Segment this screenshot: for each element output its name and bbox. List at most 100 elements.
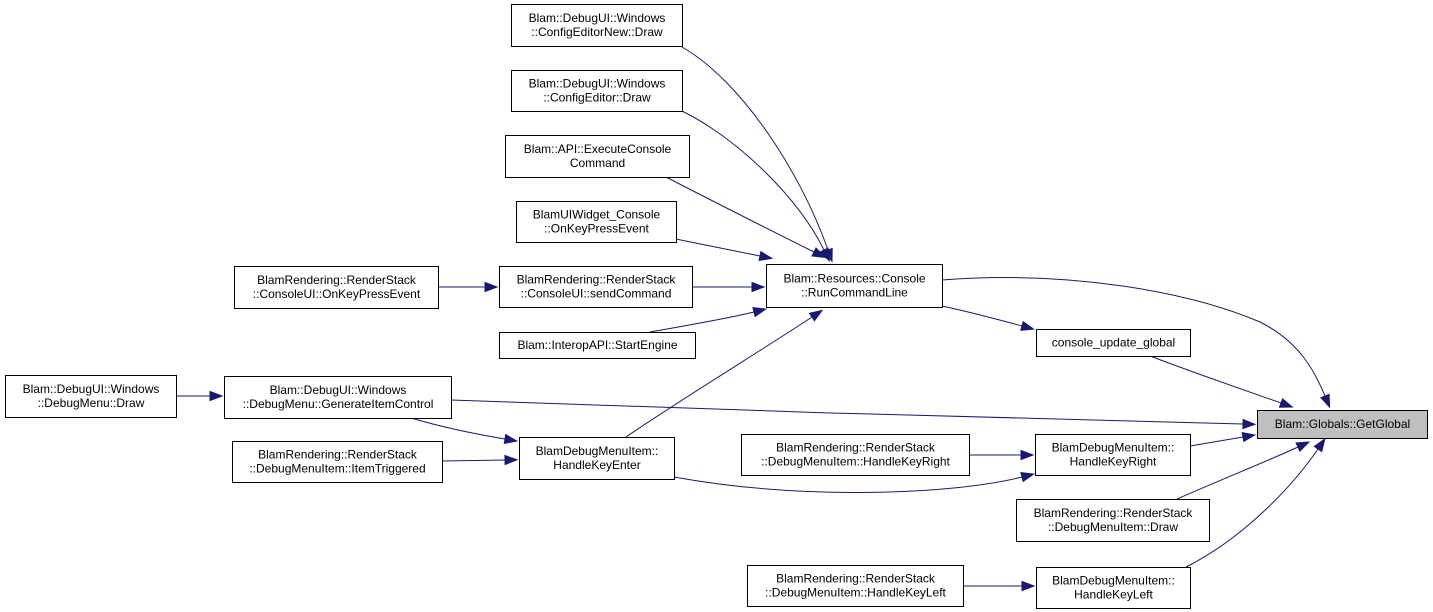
node-label-line: BlamRendering::RenderStack [776, 441, 936, 455]
node-label-line: BlamRendering::RenderStack [776, 572, 936, 586]
node-box [747, 565, 964, 607]
arrow-head-icon [1020, 472, 1036, 483]
node-updglobal[interactable]: console_update_global [1036, 329, 1191, 357]
node-box [5, 375, 177, 418]
node-genitem[interactable]: Blam::DebugUI::Windows::DebugMenu::Gener… [224, 376, 452, 419]
node-box [519, 437, 675, 480]
node-box [766, 264, 943, 308]
node-label-line: ::ConsoleUI::sendCommand [521, 287, 672, 301]
node-box [499, 266, 693, 308]
arrow-head-icon [209, 390, 224, 402]
node-rskeyleft[interactable]: BlamRendering::RenderStack::DebugMenuIte… [747, 565, 964, 607]
node-label-line: console_update_global [1052, 336, 1175, 350]
node-box [741, 434, 970, 476]
node-rskeyright[interactable]: BlamRendering::RenderStack::DebugMenuIte… [741, 434, 970, 476]
node-box [224, 376, 452, 419]
arrow-head-icon [1020, 320, 1035, 331]
edge-line [941, 277, 1326, 397]
edge-line [673, 476, 1023, 493]
node-box [499, 332, 696, 359]
node-box [1036, 329, 1191, 357]
edge-line [410, 417, 506, 440]
node-box [511, 4, 683, 47]
edge-rskeyright-to-keyright [969, 449, 1035, 461]
node-cfg[interactable]: Blam::DebugUI::Windows::ConfigEditor::Dr… [511, 70, 683, 112]
arrow-head-icon [752, 307, 768, 318]
node-box [1036, 567, 1191, 609]
node-label-line: BlamDebugMenuItem:: [1052, 441, 1175, 455]
edge-cfgnew-to-runcmd [681, 46, 833, 263]
node-box [511, 70, 683, 112]
arrow-head-icon [1313, 437, 1326, 453]
node-label-line: BlamDebugMenuItem:: [536, 444, 659, 458]
edge-runcmd-to-getglobal [941, 277, 1331, 409]
arrow-head-icon [1021, 580, 1036, 592]
node-label-line: BlamRendering::RenderStack [1034, 506, 1194, 520]
edge-genitem-to-getglobal [450, 399, 1257, 430]
edge-line [681, 110, 825, 251]
node-keyright[interactable]: BlamDebugMenuItem::HandleKeyRight [1035, 434, 1191, 476]
node-label-line: Blam::DebugUI::Windows [529, 77, 666, 91]
edge-rsdraw-to-getglobal [1176, 441, 1311, 500]
node-keyenter[interactable]: BlamDebugMenuItem::HandleKeyEnter [519, 437, 675, 480]
node-box [505, 135, 690, 178]
edge-rssend-to-runcmd [692, 281, 766, 293]
node-rsconkey[interactable]: BlamRendering::RenderStack::ConsoleUI::O… [234, 266, 439, 309]
node-label-line: HandleKeyEnter [553, 458, 640, 472]
node-label-line: BlamRendering::RenderStack [257, 273, 417, 287]
node-label-line: ::ConfigEditor::Draw [543, 91, 651, 105]
edge-line [450, 399, 1244, 425]
arrow-head-icon [484, 281, 499, 293]
node-label-line: Blam::API::ExecuteConsole [524, 142, 672, 156]
edge-line [1176, 446, 1299, 500]
node-label-line: ::ConfigEditorNew::Draw [531, 25, 663, 39]
node-label-line: Blam::DebugUI::Windows [270, 383, 407, 397]
edge-keyenter-to-runcmd [625, 309, 824, 438]
node-label-line: BlamDebugMenuItem:: [1052, 574, 1175, 588]
edge-apiexec-to-runcmd [665, 176, 826, 259]
node-getglobal[interactable]: Blam::Globals::GetGlobal [1257, 410, 1428, 439]
node-label-line: ::DebugMenuItem::ItemTriggered [249, 462, 425, 476]
node-label-line: ::DebugMenu::Draw [38, 396, 145, 410]
edge-line [941, 305, 1023, 327]
edge-line [1185, 448, 1319, 568]
node-label-line: ::DebugMenuItem::Draw [1048, 520, 1178, 534]
edge-line [441, 459, 506, 462]
node-box [1035, 434, 1191, 476]
arrow-head-icon [808, 309, 824, 322]
node-label-line: ::OnKeyPressEvent [544, 222, 649, 236]
arrow-head-icon [1295, 441, 1311, 452]
node-rsdraw[interactable]: BlamRendering::RenderStack::DebugMenuIte… [1016, 499, 1210, 542]
nodes-layer: Blam::Globals::GetGlobal Blam::Resources:… [5, 4, 1428, 609]
node-runcmd[interactable]: Blam::Resources::Console::RunCommandLine [766, 264, 943, 308]
node-label-line: BlamRendering::RenderStack [517, 273, 677, 287]
edge-runcmd-to-updglobal [941, 305, 1035, 331]
edge-line [675, 238, 761, 257]
node-label-line: ::DebugMenuItem::HandleKeyLeft [765, 586, 946, 600]
node-label-line: ::RunCommandLine [801, 286, 908, 300]
node-label-line: Blam::InteropAPI::StartEngine [517, 338, 677, 352]
node-startengine[interactable]: Blam::InteropAPI::StartEngine [499, 332, 696, 359]
edge-updglobal-to-getglobal [1149, 355, 1294, 408]
node-cfgnew[interactable]: Blam::DebugUI::Windows::ConfigEditorNew:… [511, 4, 683, 47]
node-debugdraw[interactable]: Blam::DebugUI::Windows::DebugMenu::Draw [5, 375, 177, 418]
edges-layer [176, 46, 1331, 592]
edge-rsconkey-to-rssend [438, 281, 499, 293]
arrow-head-icon [758, 250, 774, 262]
edge-line [625, 316, 813, 438]
arrow-head-icon [819, 247, 830, 263]
edge-debugdraw-to-genitem [176, 390, 224, 402]
edge-line [681, 46, 829, 251]
edge-keyenter-to-keyright [673, 472, 1036, 493]
node-widgetkey[interactable]: BlamUIWidget_Console::OnKeyPressEvent [516, 201, 677, 243]
node-keyleft[interactable]: BlamDebugMenuItem::HandleKeyLeft [1036, 567, 1191, 609]
edge-line [665, 176, 815, 253]
edge-widgetkey-to-runcmd [675, 238, 774, 262]
node-label-line: BlamUIWidget_Console [533, 208, 661, 222]
arrow-head-icon [811, 247, 826, 259]
arrow-head-icon [504, 454, 519, 466]
node-rssend[interactable]: BlamRendering::RenderStack::ConsoleUI::s… [499, 266, 693, 308]
node-itemtrig[interactable]: BlamRendering::RenderStack::DebugMenuIte… [232, 441, 443, 483]
